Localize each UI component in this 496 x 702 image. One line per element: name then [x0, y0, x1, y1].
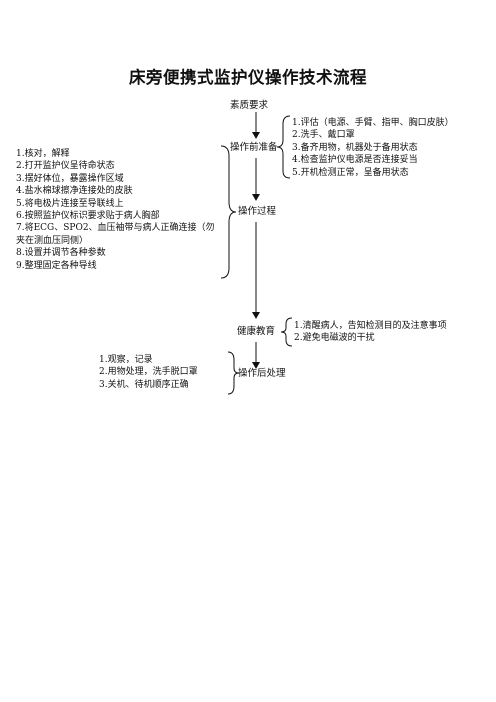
post-step: 2.用物处理，洗手脱口罩	[99, 367, 198, 378]
prep-step: 5.开机检测正常，呈备用状态	[292, 167, 409, 178]
prep-step: 3.备齐用物，机器处于备用状态	[292, 142, 418, 153]
prep-step: 4.检查监护仪电源是否连接妥当	[292, 155, 418, 166]
node-quality-requirement: 素质要求	[230, 100, 269, 111]
post-steps-list: 1.观察，记录 2.用物处理，洗手脱口罩 3.关机、待机顺序正确	[99, 354, 198, 391]
brace-post	[227, 351, 240, 395]
page-title: 床旁便携式监护仪操作技术流程	[129, 68, 367, 87]
procedure-steps-list: 1.核对，解释 2.打开监护仪呈待命状态 3.摆好体位，暴露操作区域 4.盐水棉…	[16, 148, 215, 272]
brace-prep	[276, 115, 291, 179]
education-steps-list: 1.清醒病人，告知检测目的及注意事项 2.避免电磁波的干扰	[294, 320, 447, 345]
procedure-step: 4.盐水棉球擦净连接处的皮肤	[16, 186, 133, 197]
node-operation-process: 操作过程	[238, 206, 277, 217]
procedure-step: 7.将ECG、SPO2、血压袖带与病人正确连接（勿	[16, 223, 215, 234]
procedure-step: 8.设置并调节各种参数	[16, 248, 106, 259]
procedure-step: 5.将电极片连接至导联线上	[16, 198, 124, 209]
procedure-step: 1.核对，解释	[16, 149, 70, 159]
procedure-step: 2.打开监护仪呈待命状态	[16, 161, 115, 172]
procedure-step: 6.按照监护仪标识要求贴于病人胸部	[16, 211, 160, 222]
post-step: 1.观察，记录	[99, 355, 153, 365]
prep-steps-list: 1.评估（电源、手臂、指甲、胸口皮肤） 2.洗手、戴口罩 3.备齐用物，机器处于…	[292, 117, 454, 179]
brace-education	[280, 317, 293, 347]
prep-step: 1.评估（电源、手臂、指甲、胸口皮肤）	[292, 118, 454, 128]
education-step: 1.清醒病人，告知检测目的及注意事项	[294, 321, 447, 331]
brace-procedure	[220, 145, 237, 279]
node-pre-operation-prep: 操作前准备	[230, 142, 278, 153]
education-step: 2.避免电磁波的干扰	[294, 333, 375, 344]
node-post-operation: 操作后处理	[238, 368, 286, 379]
node-health-education: 健康教育	[237, 326, 276, 337]
procedure-step: 9.整理固定各种导线	[16, 260, 97, 271]
prep-step: 2.洗手、戴口罩	[292, 130, 355, 141]
procedure-step: 3.摆好体位，暴露操作区域	[16, 173, 124, 184]
post-step: 3.关机、待机顺序正确	[99, 379, 189, 390]
procedure-step: 夹在测血压同侧）	[16, 235, 89, 246]
